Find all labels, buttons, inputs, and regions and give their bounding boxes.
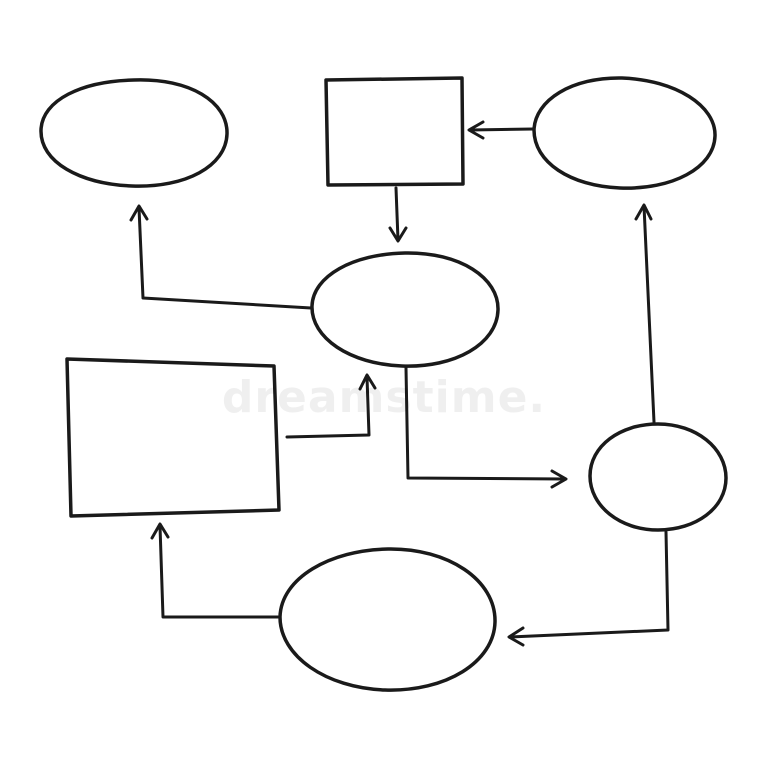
edge-oval-center-to-circle-right	[404, 366, 567, 481]
arrowhead-into-oval-top-right	[634, 203, 653, 221]
arrowhead-into-circle-right	[550, 469, 568, 489]
edge-circle-right-to-oval-top-right	[642, 204, 656, 424]
rect-top-center-node	[324, 76, 465, 187]
edge-oval-top-right-to-rect-top-center	[468, 127, 535, 132]
edge-rect-middle-left-to-oval-center	[285, 375, 371, 439]
arrowhead-into-oval-center-bottom	[358, 373, 377, 391]
edge-oval-bottom-to-rect-middle-left	[158, 524, 280, 619]
arrowhead-into-rect-middle-left	[150, 522, 170, 540]
edge-rect-top-center-to-oval-center	[394, 186, 400, 242]
arrowhead-into-oval-bottom	[507, 626, 525, 647]
arrowhead-into-oval-center-top	[388, 226, 408, 243]
arrowhead-into-oval-top-left	[129, 204, 149, 222]
edge-oval-center-to-oval-top-left	[137, 206, 313, 310]
arrowhead-into-rect-top-center	[467, 120, 485, 140]
oval-center-node	[310, 251, 500, 368]
oval-top-right-node	[532, 76, 717, 190]
oval-top-left-node	[39, 78, 229, 188]
oval-bottom-node	[278, 547, 497, 692]
edge-circle-right-to-oval-bottom	[508, 530, 670, 639]
rect-middle-left-node	[65, 357, 281, 518]
circle-right-node	[588, 422, 728, 532]
